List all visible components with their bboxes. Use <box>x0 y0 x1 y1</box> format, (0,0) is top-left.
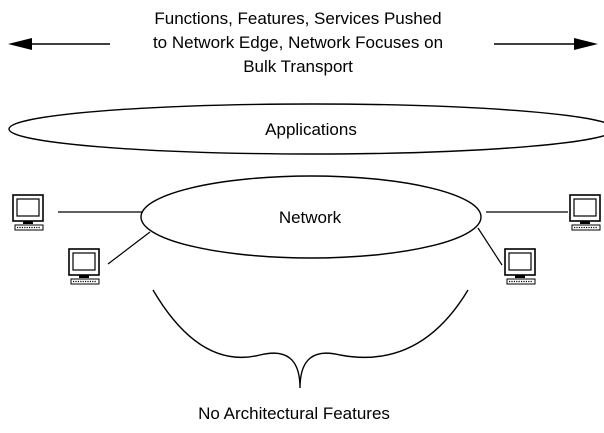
applications-label: Applications <box>265 120 357 139</box>
computer-right-top-icon <box>569 194 601 231</box>
connection-lines <box>58 211 568 266</box>
computer-right-bottom-icon <box>504 248 536 285</box>
right-arrow <box>494 38 598 50</box>
header-line-3: Bulk Transport <box>243 57 353 76</box>
header-line-1: Functions, Features, Services Pushed <box>154 9 441 28</box>
header-line-2: to Network Edge, Network Focuses on <box>153 33 443 52</box>
left-arrow <box>8 38 110 50</box>
network-ellipse <box>140 175 482 259</box>
bottom-brace <box>152 289 469 389</box>
applications-ellipse <box>8 103 604 155</box>
network-label: Network <box>279 208 342 227</box>
computer-left-top-icon <box>12 194 44 231</box>
computer-left-bottom-icon <box>68 248 100 285</box>
footer-label: No Architectural Features <box>198 404 390 423</box>
